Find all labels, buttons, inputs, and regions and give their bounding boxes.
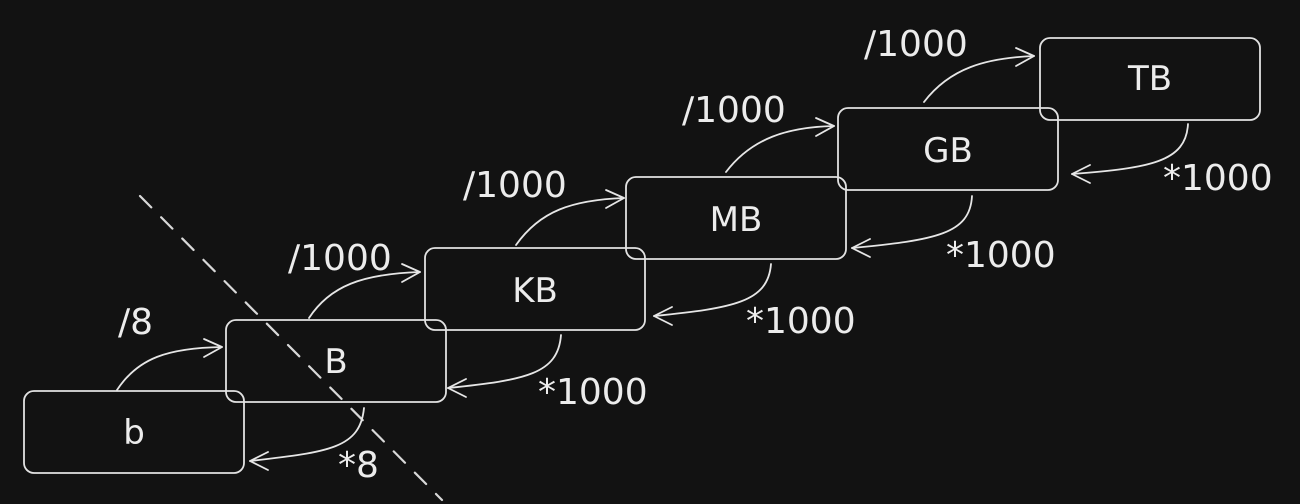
unit-box-megabyte: MB bbox=[625, 176, 847, 260]
down-arrow-gigabyte-to-megabyte bbox=[851, 195, 973, 258]
down-arrow-byte-to-bit bbox=[249, 407, 365, 471]
down-label-megabyte-to-kilobyte: *1000 bbox=[746, 301, 856, 342]
down-arrow-kilobyte-to-byte bbox=[447, 334, 562, 398]
up-label-bit-to-byte: /8 bbox=[118, 302, 153, 343]
up-label-gigabyte-to-terabyte: /1000 bbox=[864, 24, 968, 65]
up-arrow-megabyte-to-gigabyte bbox=[725, 117, 835, 173]
up-arrow-bit-to-byte bbox=[116, 338, 223, 391]
up-arrow-gigabyte-to-terabyte bbox=[923, 47, 1035, 103]
up-label-megabyte-to-gigabyte: /1000 bbox=[682, 90, 786, 131]
unit-label-terabyte: TB bbox=[1127, 59, 1172, 99]
unit-box-bit: b bbox=[23, 390, 245, 474]
up-label-kilobyte-to-megabyte: /1000 bbox=[463, 165, 567, 206]
unit-box-gigabyte: GB bbox=[837, 107, 1059, 191]
unit-box-terabyte: TB bbox=[1039, 37, 1261, 121]
unit-label-bit: b bbox=[123, 413, 145, 453]
up-arrow-kilobyte-to-megabyte bbox=[515, 189, 625, 246]
down-arrow-megabyte-to-kilobyte bbox=[653, 263, 772, 326]
up-arrow-byte-to-kilobyte bbox=[308, 263, 421, 319]
unit-label-gigabyte: GB bbox=[923, 131, 973, 171]
unit-box-byte: B bbox=[225, 319, 447, 403]
down-label-byte-to-bit: *8 bbox=[338, 445, 379, 486]
down-label-kilobyte-to-byte: *1000 bbox=[538, 372, 648, 413]
down-arrow-terabyte-to-gigabyte bbox=[1071, 123, 1189, 184]
unit-label-kilobyte: KB bbox=[512, 271, 558, 311]
unit-label-byte: B bbox=[324, 342, 347, 382]
up-label-byte-to-kilobyte: /1000 bbox=[288, 238, 392, 279]
unit-box-kilobyte: KB bbox=[424, 247, 646, 331]
down-label-terabyte-to-gigabyte: *1000 bbox=[1163, 158, 1273, 199]
down-label-gigabyte-to-megabyte: *1000 bbox=[946, 235, 1056, 276]
bit-byte-divider-line bbox=[138, 194, 444, 502]
unit-label-megabyte: MB bbox=[710, 200, 763, 240]
